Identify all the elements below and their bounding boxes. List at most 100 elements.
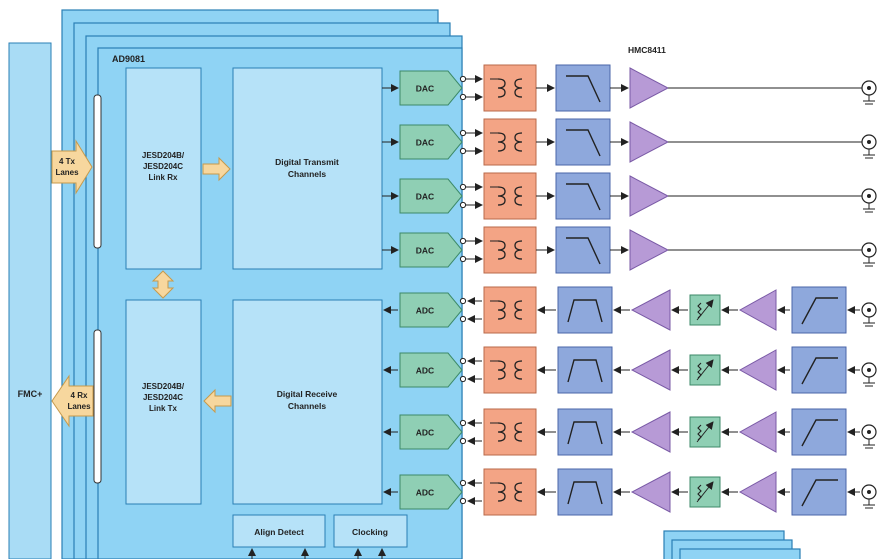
tx-lowpass-curve-0	[566, 75, 601, 103]
rx-lanes-arrow	[51, 374, 94, 428]
rx-attenuator-variable-1	[696, 359, 714, 381]
chip-label: AD9081	[112, 54, 145, 64]
dac-block-3	[399, 232, 463, 268]
adc-in-p-0	[459, 297, 467, 305]
rx-highpass-curve-0	[801, 297, 838, 325]
tx-balun-0	[483, 64, 537, 112]
adc-block-3	[399, 474, 463, 510]
tx-balun-coil-left-3	[497, 240, 506, 260]
adc-in-p-2	[459, 419, 467, 427]
jesd-rx-line3: Link Rx	[149, 173, 178, 182]
rx-highpass-curve-2	[801, 419, 838, 447]
amp-part-label: HMC8411	[628, 45, 666, 55]
rx-highpass-filter-3	[791, 468, 847, 516]
rx-bandpass-curve-2	[567, 421, 603, 445]
rx-lanes-line2: Lanes	[67, 402, 91, 411]
jesd-tx-line3: Link Tx	[149, 404, 178, 413]
clocking-label: Clocking	[352, 527, 388, 537]
adc-label-2: ADC	[416, 428, 434, 438]
rx-highpass-curve-3	[801, 479, 838, 507]
tx-balun-coil-right-0	[514, 78, 523, 98]
tx-balun-coil-right-3	[514, 240, 523, 260]
rx-rf-connector-pin-1	[867, 368, 871, 372]
dac-block-2	[399, 178, 463, 214]
rx-highpass-filter-2	[791, 408, 847, 456]
tx-lanes-line1: 4 Tx	[59, 157, 76, 166]
rx-balun-coil-left-1	[497, 360, 506, 380]
dac-out-p-3	[459, 237, 467, 245]
tx-lanes-arrow	[51, 139, 93, 195]
tx-lowpass-curve-3	[566, 237, 601, 265]
jesd-link-tx-block	[125, 299, 202, 505]
rx-attenuator-variable-3	[696, 481, 714, 503]
tx-balun-2	[483, 172, 537, 220]
rx-amplifier-2-3	[738, 471, 777, 513]
align-detect-block	[232, 514, 326, 548]
rx-attenuator-variable-0	[696, 299, 714, 321]
digital-receive-block	[232, 299, 383, 505]
rx-channels-line1: Digital Receive	[277, 389, 338, 399]
rx-balun-coil-right-3	[514, 482, 523, 502]
rx-balun-coil-left-0	[497, 300, 506, 320]
adc-in-n-1	[459, 375, 467, 383]
dac-label-1: DAC	[416, 138, 434, 148]
rx-balun-0	[483, 286, 537, 334]
rx-rf-connector-pin-3	[867, 490, 871, 494]
adc-block-0	[399, 292, 463, 328]
rx-bandpass-filter-3	[557, 468, 613, 516]
tx-rf-connector-pin-0	[867, 86, 871, 90]
rx-amplifier-2-2	[738, 411, 777, 453]
adc-in-p-1	[459, 357, 467, 365]
tx-rf-connector-pin-3	[867, 248, 871, 252]
rx-amplifier-2-1	[738, 349, 777, 391]
dac-out-n-2	[459, 201, 467, 209]
tx-amplifier-3	[629, 229, 670, 271]
rx-balun-1	[483, 346, 537, 394]
fmc-connector	[8, 42, 52, 559]
rx-bandpass-filter-2	[557, 408, 613, 456]
tx-lowpass-filter-2	[555, 172, 611, 220]
dac-out-p-1	[459, 129, 467, 137]
rx-amplifier-1-0	[630, 289, 671, 331]
tx-lowpass-filter-0	[555, 64, 611, 112]
rx-bandpass-curve-0	[567, 299, 603, 323]
rx-balun-coil-right-1	[514, 360, 523, 380]
adc-label-0: ADC	[416, 306, 434, 316]
adc-label-1: ADC	[416, 366, 434, 376]
jesd-link-double-arrow	[151, 270, 175, 299]
tx-lowpass-curve-1	[566, 129, 601, 157]
adc-in-n-0	[459, 315, 467, 323]
jesd-rx-line2: JESD204C	[143, 162, 183, 171]
rx-channels-line2: Channels	[288, 401, 327, 411]
rx-balun-coil-left-2	[497, 422, 506, 442]
jesd-link-rx-block	[125, 67, 202, 270]
tx-balun-coil-left-0	[497, 78, 506, 98]
tx-lane-bus	[93, 94, 102, 249]
rx-highpass-curve-1	[801, 357, 838, 385]
tx-balun-3	[483, 226, 537, 274]
tx-channels-line1: Digital Transmit	[275, 157, 339, 167]
jesd-rx-line1: JESD204B/	[142, 151, 185, 160]
dac-out-n-1	[459, 147, 467, 155]
rx-balun-coil-right-0	[514, 300, 523, 320]
tx-amplifier-1	[629, 121, 670, 163]
adc-block-2	[399, 414, 463, 450]
tx-channels-line2: Channels	[288, 169, 327, 179]
tx-rf-connector-pin-2	[867, 194, 871, 198]
rx-lanes-line1: 4 Rx	[71, 391, 88, 400]
tx-balun-1	[483, 118, 537, 166]
rx-amplifier-1-1	[630, 349, 671, 391]
tx-balun-coil-right-1	[514, 132, 523, 152]
rx-balun-coil-left-3	[497, 482, 506, 502]
rx-amplifier-1-2	[630, 411, 671, 453]
tx-lowpass-filter-3	[555, 226, 611, 274]
dac-label-2: DAC	[416, 192, 434, 202]
dac-out-n-0	[459, 93, 467, 101]
tx-balun-coil-right-2	[514, 186, 523, 206]
rx-balun-3	[483, 468, 537, 516]
rx-balun-coil-right-2	[514, 422, 523, 442]
dac-label-3: DAC	[416, 246, 434, 256]
adc-block-1	[399, 352, 463, 388]
